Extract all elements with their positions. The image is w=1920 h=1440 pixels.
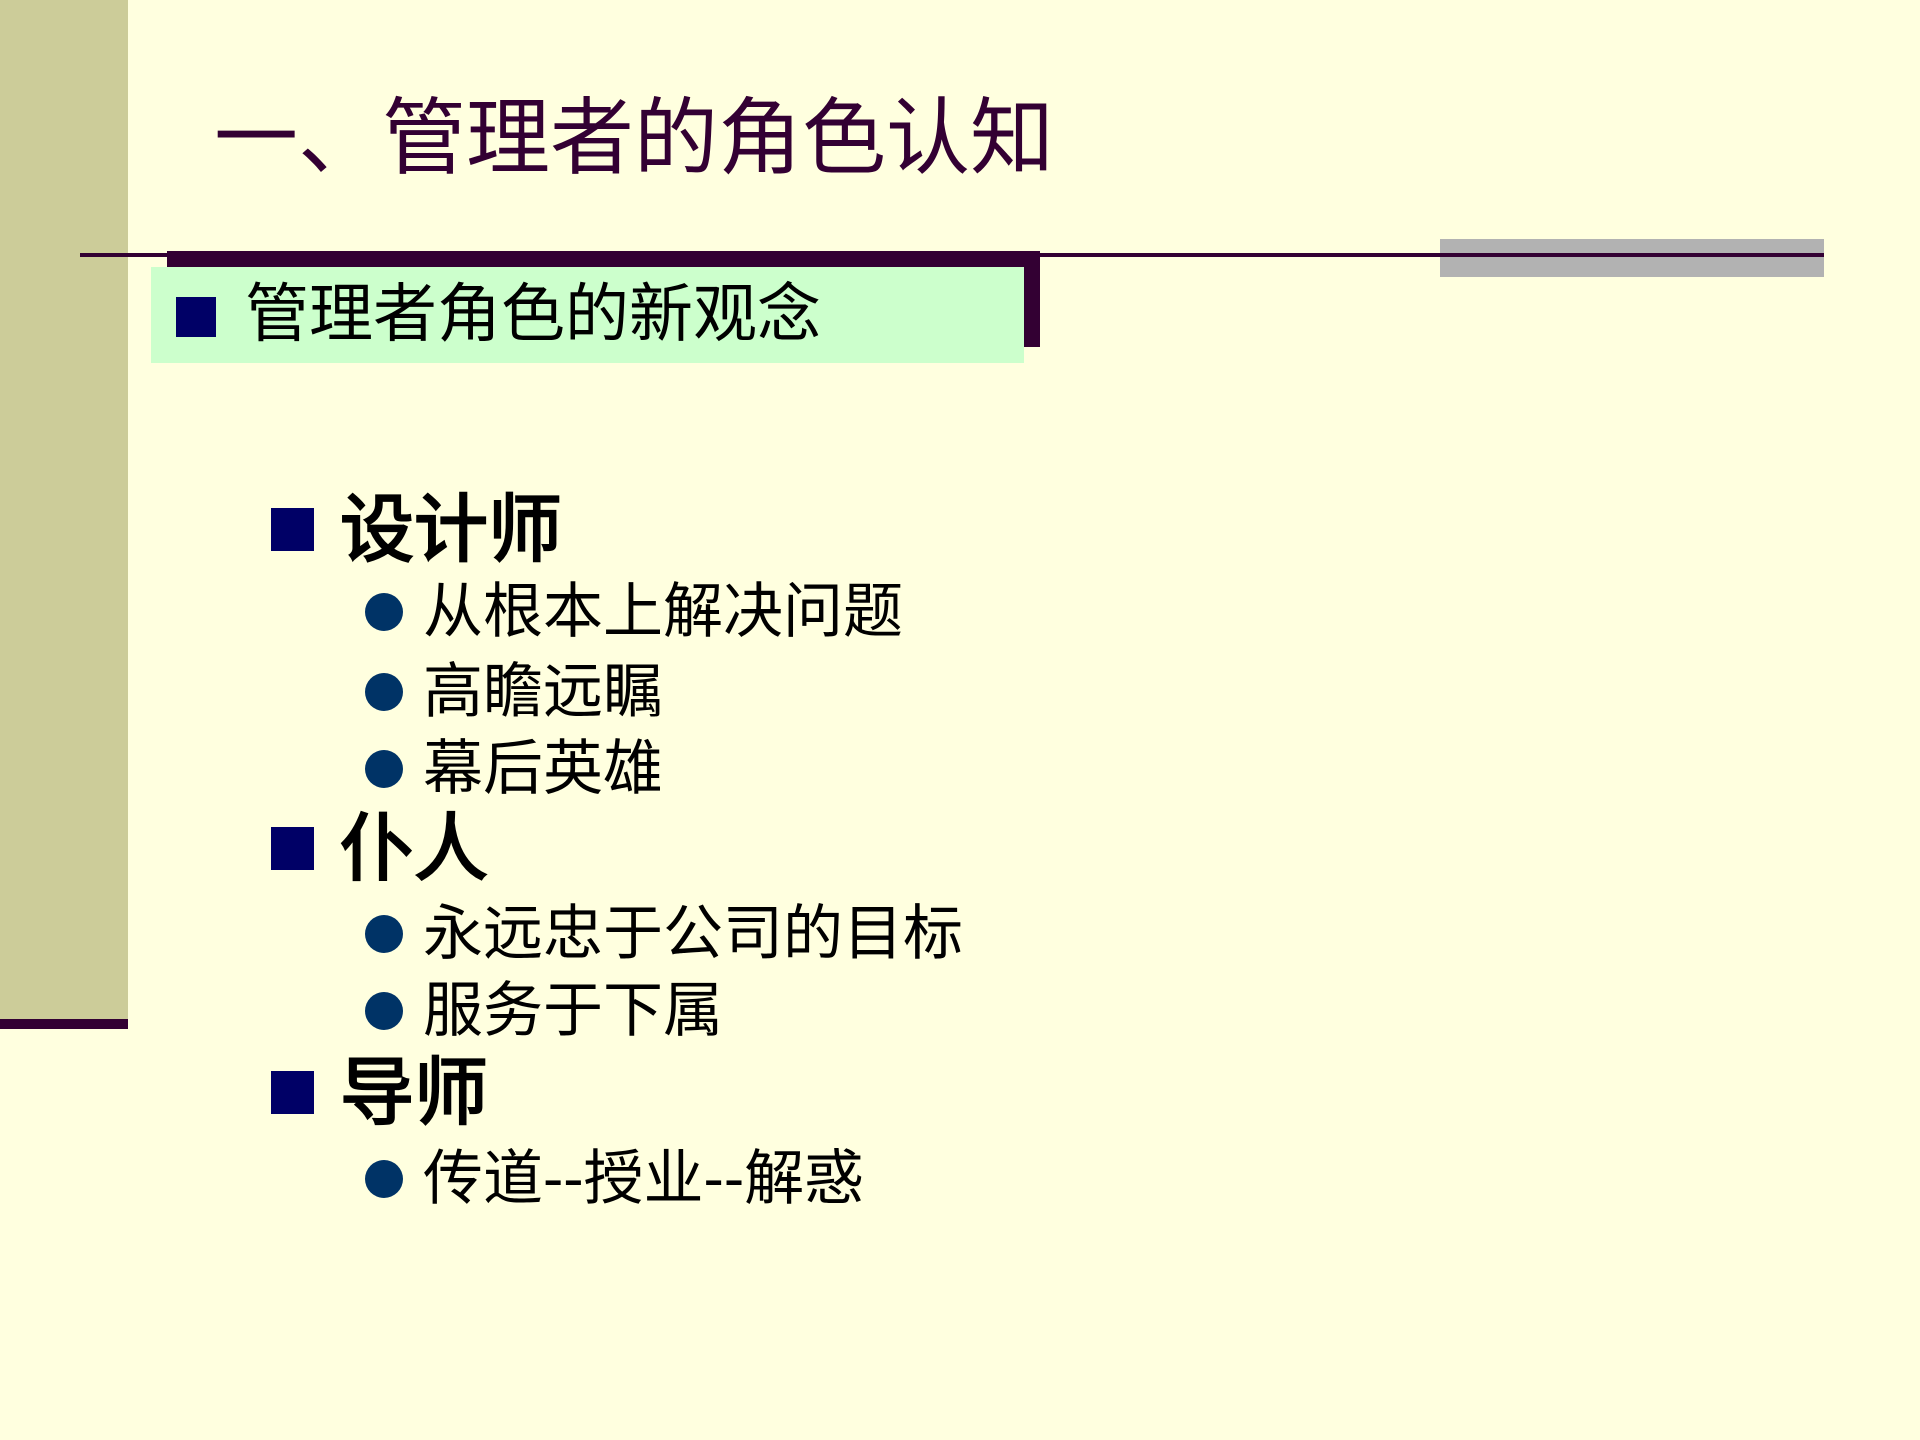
list-item-text: 幕后英雄 [423,734,663,804]
list-item-text: 永远忠于公司的目标 [423,899,963,969]
slide-title: 一、管理者的角色认知 [214,89,1055,187]
title-divider-line-overlay [1440,253,1824,257]
list-item-text: 传道--授业--解惑 [423,1144,865,1214]
decorative-gray-bar [1440,239,1824,277]
sidebar-bottom-bar [0,1019,128,1029]
square-bullet-icon [271,1071,314,1114]
square-bullet-icon [176,297,216,337]
round-bullet-icon [365,750,403,788]
section-heading-text: 仆人 [340,806,488,892]
square-bullet-icon [271,508,314,551]
round-bullet-icon [365,673,403,711]
list-item-text: 从根本上解决问题 [423,577,903,647]
round-bullet-icon [365,992,403,1030]
square-bullet-icon [271,827,314,870]
round-bullet-icon [365,593,403,631]
subheading-box: 管理者角色的新观念 [151,267,1024,363]
subheading-text: 管理者角色的新观念 [245,278,821,352]
section-heading-text: 设计师 [340,487,562,573]
left-sidebar-band [0,0,128,1019]
list-item-text: 高瞻远瞩 [423,657,663,727]
section-heading-text: 导师 [340,1050,488,1136]
round-bullet-icon [365,1160,403,1198]
list-item-text: 服务于下属 [423,976,723,1046]
round-bullet-icon [365,915,403,953]
